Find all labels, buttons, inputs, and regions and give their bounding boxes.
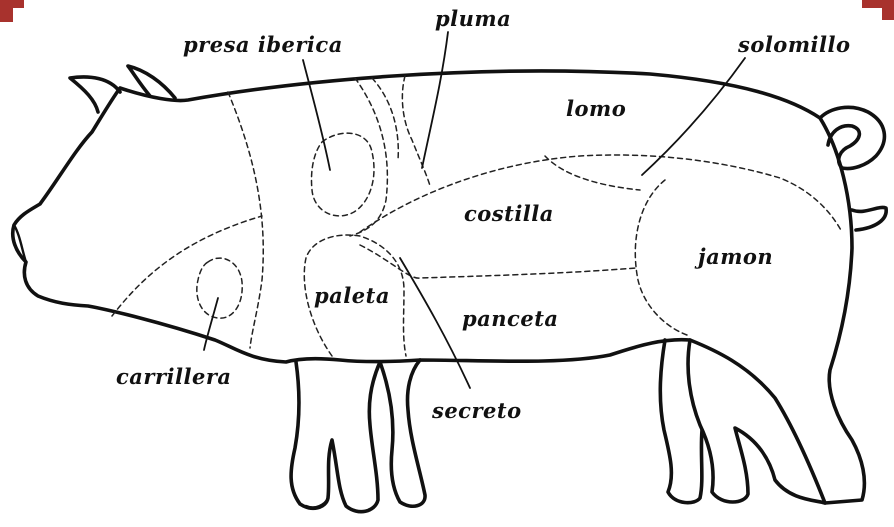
pig-tail [820,107,884,168]
cut-head-line [228,92,263,348]
label-jamon: jamon [698,246,773,267]
cut-pluma-line [402,76,430,186]
cut-shoulder-line [350,78,387,236]
hind-leg-far [660,340,702,503]
accent-bar-left [0,0,24,22]
label-costilla: costilla [464,203,554,224]
label-paleta: paleta [314,285,390,306]
cut-loin-line [360,155,842,232]
label-panceta: panceta [462,308,559,329]
leader-presa [303,60,330,170]
pig-tail-tip [852,207,886,230]
leader-pluma [422,32,448,168]
label-pluma: pluma [435,8,511,29]
accent-bar-right [862,0,894,20]
front-leg-far [380,360,425,506]
label-presa-iberica: presa iberica [183,34,343,55]
cut-jamon-oval [635,180,690,336]
cut-carrillera-oval [197,258,242,318]
label-solomillo: solomillo [738,34,850,55]
hind-leg-near [688,340,825,503]
front-leg-near [291,362,380,512]
label-secreto: secreto [432,400,522,421]
cut-presa-oval [311,133,374,216]
label-lomo: lomo [566,98,626,119]
label-carrillera: carrillera [116,366,232,387]
cut-solomillo-line [545,156,640,190]
